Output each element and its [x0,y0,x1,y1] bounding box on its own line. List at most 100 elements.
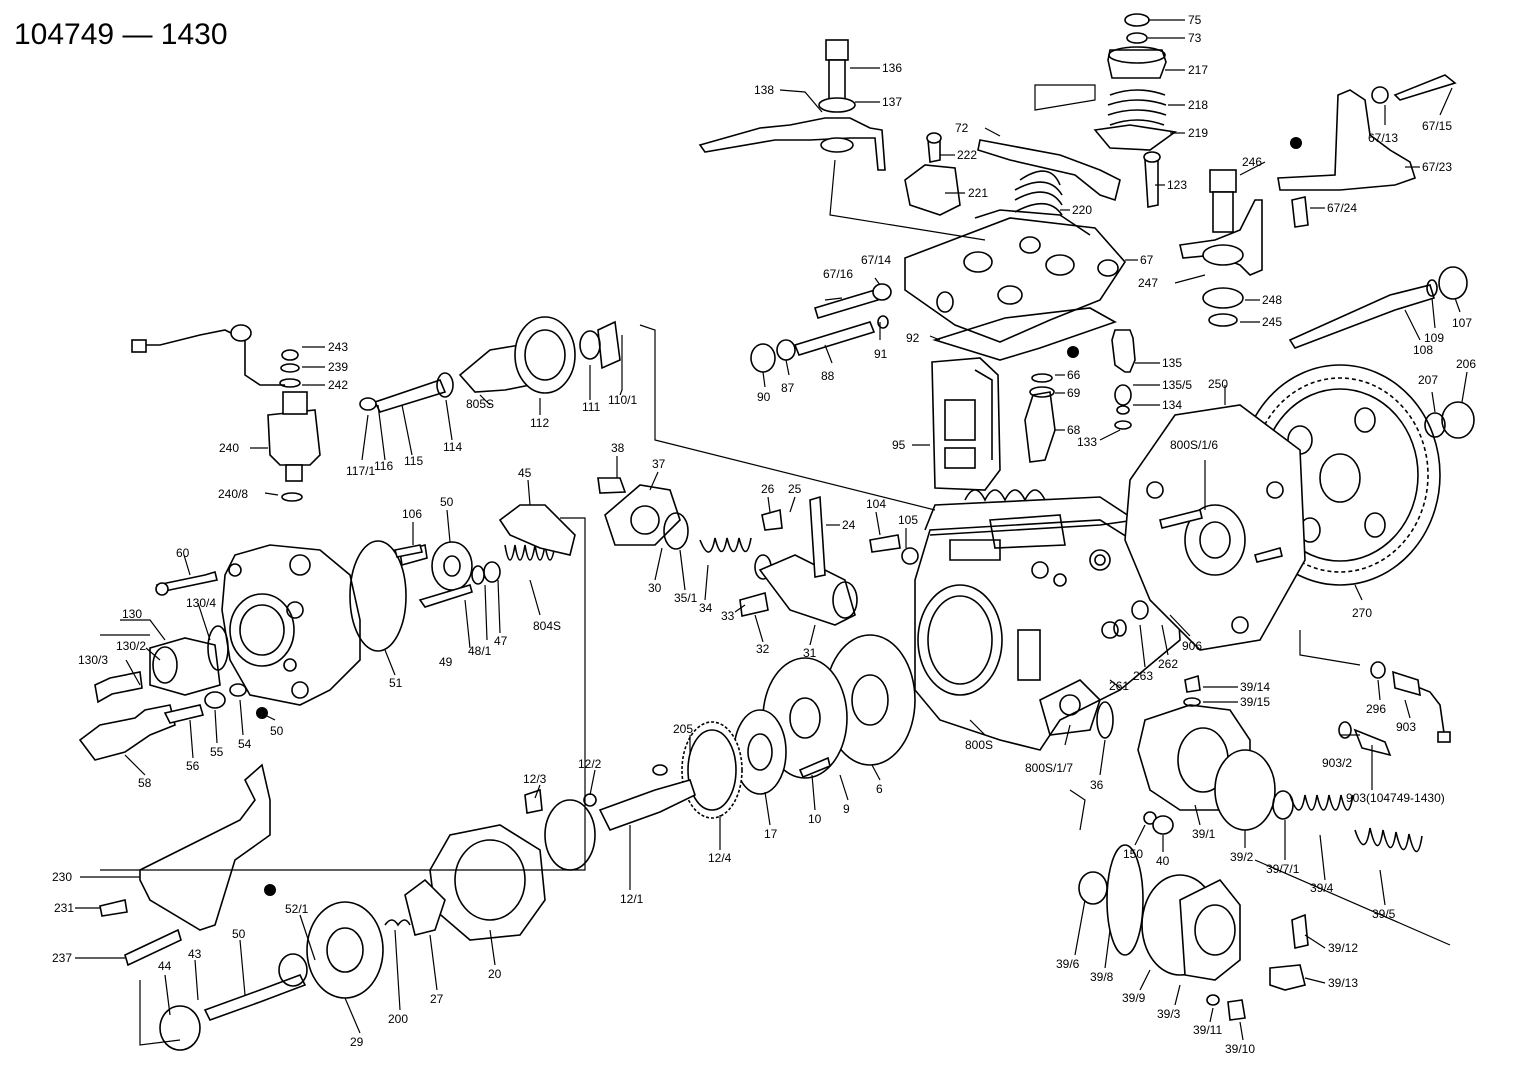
part-label: 134 [1162,398,1182,412]
bracket-230 [139,763,271,931]
part-label: 33 [721,609,735,623]
cover-45 [498,504,576,556]
part-label: 67/15 [1422,119,1452,133]
part-label: 135/5 [1162,378,1192,392]
stop-solenoid [931,357,1001,491]
housing-29 [306,901,384,999]
vane-27 [404,878,446,936]
flange-37 [604,484,681,546]
part-label: 50 [232,927,246,941]
fitting-130 [149,637,221,696]
part-label: 39/7/1 [1266,862,1300,876]
part-label: 88 [821,369,835,383]
part-label: 56 [186,759,200,773]
shaft-108 [1288,284,1435,349]
part-label: 39/2 [1230,850,1254,864]
part-label: 903(104749-1430) [1346,791,1445,805]
part-label: 67/13 [1368,131,1398,145]
washer-44 [159,1005,201,1051]
cam-112 [514,316,576,394]
drive-flange [1124,404,1306,651]
part-label: 67 [1140,253,1154,267]
part-label: 135 [1162,356,1182,370]
part-label: 108 [1413,343,1433,357]
part-label: 73 [1188,31,1202,45]
part-label: 217 [1188,63,1208,77]
part-label: 221 [968,186,988,200]
part-label: 115 [404,454,423,468]
part-label: 111 [582,400,601,414]
part-label: 138 [754,83,774,97]
leader-lines [75,19,1468,1046]
shaft-12-1 [598,779,696,831]
part-label: 32 [756,642,770,656]
part-label: 39/3 [1157,1007,1181,1021]
part-label: 240 [219,441,239,455]
gasket-92 [932,307,1117,361]
solenoid-240 [267,391,321,502]
part-label: 67/16 [823,267,853,281]
part-label: 231 [54,901,74,915]
part-label: 805S [466,397,494,411]
part-label: 136 [882,61,902,75]
valve-68 [1024,391,1056,463]
part-label: 245 [1262,315,1282,329]
bracket-67-23 [1277,89,1416,191]
part-label: 106 [402,507,422,521]
governor-spring-stack [1014,13,1178,216]
part-label: 39/12 [1328,941,1358,955]
pin-24 [809,495,826,578]
roller-ring-20 [429,824,546,941]
part-label: 87 [781,381,795,395]
part-label: 75 [1188,13,1202,27]
part-label: 800S/1/6 [1170,438,1218,452]
diagram-title: 104749 — 1430 [14,18,228,51]
part-label: 39/10 [1225,1042,1255,1056]
part-label: 67/14 [861,253,891,267]
part-label: 37 [652,457,666,471]
part-label: 12/3 [523,772,547,786]
hydraulic-head [221,544,361,706]
shaft-50 [203,973,307,1021]
bracket-221 [904,164,961,216]
part-label: 24 [842,518,856,532]
part-label: 250 [1208,377,1228,391]
cover-39-2 [1214,749,1276,831]
part-label: 105 [898,513,918,527]
part-label: 219 [1188,126,1208,140]
part-label: 114 [443,440,462,454]
part-label: 133 [1077,435,1097,449]
part-label: 26 [761,482,775,496]
part-label: 206 [1456,357,1476,371]
part-label: 52/1 [285,902,309,916]
part-label: 112 [530,416,549,430]
part-label: 30 [648,581,662,595]
part-label: 104 [866,497,886,511]
screw-88 [793,321,876,356]
part-label: 110/1 [608,393,637,407]
part-label: 218 [1188,98,1208,112]
part-label: 12/2 [578,757,602,771]
part-label: 39/9 [1122,991,1146,1005]
part-label: 261 [1109,679,1129,693]
part-label: 95 [892,438,906,452]
part-label: 34 [699,601,713,615]
part-label: 9 [843,802,850,816]
part-label: 55 [210,745,224,759]
part-label: 48/1 [468,644,492,658]
part-label: 246 [1242,155,1262,169]
part-label: 54 [238,737,252,751]
part-label: 117/1 [346,464,375,478]
part-label: 243 [328,340,348,354]
part-label: 800S/1/7 [1025,761,1073,775]
part-label: 39/4 [1310,881,1334,895]
part-label: 39/5 [1372,907,1396,921]
part-label: 270 [1352,606,1372,620]
part-label: 91 [874,347,888,361]
part-label: 38 [611,441,625,455]
part-label: 67/23 [1422,160,1452,174]
part-label: 39/15 [1240,695,1270,709]
part-label: 29 [350,1035,364,1049]
part-label: 296 [1366,702,1386,716]
